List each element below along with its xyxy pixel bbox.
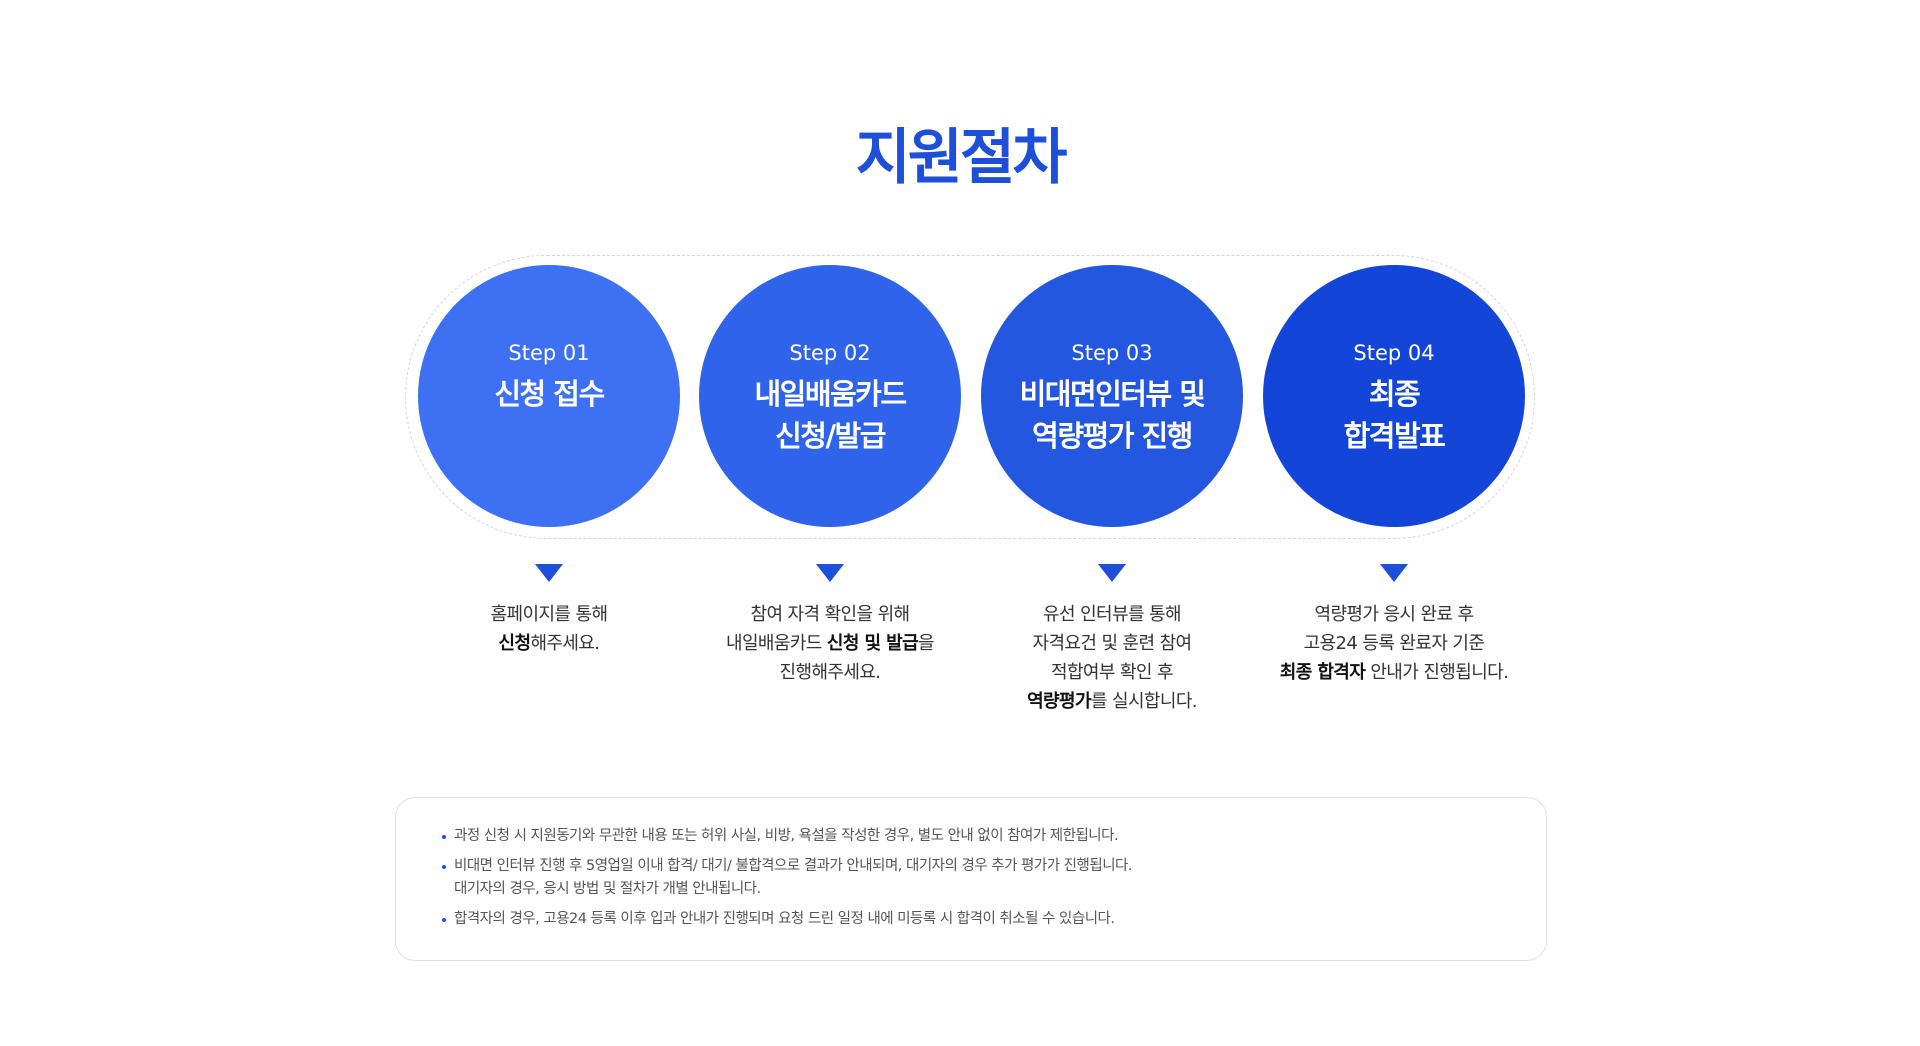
step-3-title-line: 역량평가 진행 — [1032, 419, 1193, 453]
description-text: 진행해주세요. — [779, 662, 881, 683]
notice-line: 합격자의 경우, 고용24 등록 이후 입과 안내가 진행되며 요청 드린 일정… — [454, 911, 1115, 927]
notice-item: 비대면 인터뷰 진행 후 5영업일 이내 합격/ 대기/ 불합격으로 결과가 안… — [442, 855, 1546, 901]
step-1-title-line: 신청 접수 — [494, 377, 605, 411]
step-2-title-line: 내일배움카드 — [754, 377, 907, 411]
description-line: 홈페이지를 통해 — [389, 600, 709, 629]
description-text: 참여 자격 확인을 위해 — [750, 604, 910, 625]
description-line: 진행해주세요. — [670, 658, 990, 687]
notice-item: 합격자의 경우, 고용24 등록 이후 입과 안내가 진행되며 요청 드린 일정… — [442, 908, 1546, 931]
description-text: 해주세요. — [530, 633, 600, 654]
step-2-title-line: 신청/발급 — [775, 419, 886, 453]
description-text: 유선 인터뷰를 통해 — [1043, 604, 1182, 625]
description-line: 신청해주세요. — [389, 629, 709, 658]
down-arrow-icon — [535, 564, 563, 582]
notice-box: 과정 신청 시 지원동기와 무관한 내용 또는 허위 사실, 비방, 욕설을 작… — [395, 797, 1547, 961]
down-arrow-icon — [1098, 564, 1126, 582]
description-highlight: 최종 합격자 — [1279, 662, 1366, 683]
description-line: 참여 자격 확인을 위해 — [670, 600, 990, 629]
step-2-number: Step 02 — [789, 341, 871, 365]
step-2-circle: Step 02 내일배움카드 신청/발급 — [699, 265, 961, 527]
description-text: 를 실시합니다. — [1090, 691, 1198, 712]
step-4-number: Step 04 — [1353, 341, 1435, 365]
step-1-number: Step 01 — [508, 341, 590, 365]
step-1-circle: Step 01 신청 접수 — [418, 265, 680, 527]
description-line: 최종 합격자 안내가 진행됩니다. — [1234, 658, 1554, 687]
description-line: 고용24 등록 완료자 기준 — [1234, 629, 1554, 658]
description-text: 자격요건 및 훈련 참여 — [1032, 633, 1192, 654]
description-highlight: 신청 — [498, 633, 532, 654]
page-title: 지원절차 — [855, 123, 1068, 193]
description-text: 을 — [918, 633, 935, 654]
step-4-title-line: 합격발표 — [1343, 419, 1446, 453]
description-text: 홈페이지를 통해 — [490, 604, 608, 625]
description-line: 역량평가 응시 완료 후 — [1234, 600, 1554, 629]
step-4-title-line: 최종 — [1368, 377, 1421, 411]
notice-line: 대기자의 경우, 응시 방법 및 절차가 개별 안내됩니다. — [454, 881, 761, 897]
description-line: 역량평가를 실시합니다. — [952, 687, 1272, 716]
description-line: 적합여부 확인 후 — [952, 658, 1272, 687]
steps-track — [405, 255, 1535, 539]
step-3-title: 비대면인터뷰 및 역량평가 진행 — [981, 373, 1243, 457]
description-line: 내일배움카드 신청 및 발급을 — [670, 629, 990, 658]
description-text: 내일배움카드 — [726, 633, 827, 654]
description-text: 안내가 진행됩니다. — [1365, 662, 1509, 683]
notice-item: 과정 신청 시 지원동기와 무관한 내용 또는 허위 사실, 비방, 욕설을 작… — [442, 825, 1546, 848]
description-line: 자격요건 및 훈련 참여 — [952, 629, 1272, 658]
notice-line: 비대면 인터뷰 진행 후 5영업일 이내 합격/ 대기/ 불합격으로 결과가 안… — [454, 858, 1133, 874]
step-4-title: 최종 합격발표 — [1263, 373, 1525, 457]
step-1-title: 신청 접수 — [418, 373, 680, 415]
step-3-circle: Step 03 비대면인터뷰 및 역량평가 진행 — [981, 265, 1243, 527]
step-2-title: 내일배움카드 신청/발급 — [699, 373, 961, 457]
down-arrow-icon — [816, 564, 844, 582]
description-highlight: 신청 및 발급 — [826, 633, 919, 654]
description-line: 유선 인터뷰를 통해 — [952, 600, 1272, 629]
step-4-circle: Step 04 최종 합격발표 — [1263, 265, 1525, 527]
step-3-title-line: 비대면인터뷰 및 — [1019, 377, 1206, 411]
step-3-number: Step 03 — [1071, 341, 1153, 365]
down-arrow-icon — [1380, 564, 1408, 582]
description-text: 역량평가 응시 완료 후 — [1314, 604, 1474, 625]
description-text: 고용24 등록 완료자 기준 — [1303, 633, 1485, 654]
notice-list: 과정 신청 시 지원동기와 무관한 내용 또는 허위 사실, 비방, 욕설을 작… — [396, 798, 1546, 931]
description-text: 적합여부 확인 후 — [1051, 662, 1174, 683]
notice-line: 과정 신청 시 지원동기와 무관한 내용 또는 허위 사실, 비방, 욕설을 작… — [454, 828, 1119, 844]
description-highlight: 역량평가 — [1027, 691, 1091, 712]
